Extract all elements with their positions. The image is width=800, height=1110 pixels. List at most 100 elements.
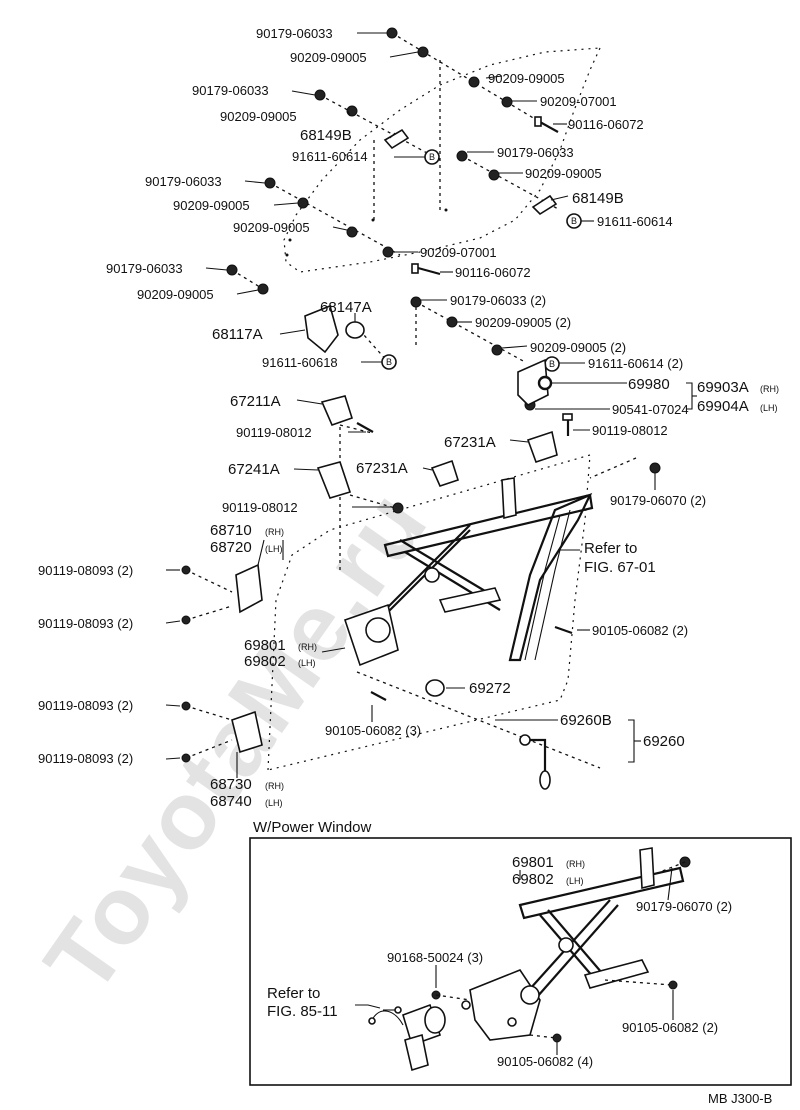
label: 67211A <box>230 393 281 410</box>
label-suffix: (RH) <box>566 859 585 869</box>
label-suffix: (LH) <box>760 403 778 413</box>
label: 90105-06082 (2) <box>622 1020 718 1035</box>
stopper-67231a <box>526 430 558 464</box>
label: 90168-50024 (3) <box>387 950 483 965</box>
label-suffix: (RH) <box>265 781 284 791</box>
bolt-icon <box>356 422 374 433</box>
label: 90105-06082 (2) <box>592 623 688 638</box>
label: 90541-07024 <box>612 402 689 417</box>
door-glass <box>283 47 601 273</box>
label: 90179-06033 <box>497 145 574 160</box>
label: 90209-09005 (2) <box>530 340 626 355</box>
spacer-68147a <box>345 321 365 339</box>
window-handle-icon <box>519 734 551 790</box>
label: 68147A <box>320 299 372 316</box>
rear-channel <box>508 492 593 662</box>
label-suffix: (LH) <box>265 798 283 808</box>
label: 90119-08093 (2) <box>38 751 133 766</box>
label: 90105-06082 (4) <box>497 1054 593 1069</box>
power-window-inset: W/Power Window <box>249 819 792 1086</box>
label: FIG. 85-11 <box>267 1003 338 1020</box>
label: FIG. 67-01 <box>584 559 656 576</box>
nut-icon <box>392 502 404 514</box>
label: 69801 <box>244 637 286 654</box>
label-suffix: (RH) <box>760 384 779 394</box>
label: 67231A <box>444 434 496 451</box>
label: 90179-06033 <box>106 261 183 276</box>
nut-icon <box>264 177 276 189</box>
label: 69904A <box>697 398 749 415</box>
label: 68149B <box>300 127 352 144</box>
label: 90209-09005 <box>233 220 310 235</box>
nut-icon <box>314 89 326 101</box>
nut-icon <box>491 344 503 356</box>
svg-text:B: B <box>429 152 435 162</box>
label: 90119-08093 (2) <box>38 563 133 578</box>
nut-icon <box>257 283 269 295</box>
cushion-69272 <box>425 679 445 697</box>
nut-icon <box>410 296 422 308</box>
label: 90119-08093 (2) <box>38 698 133 713</box>
label: 68149B <box>572 190 624 207</box>
label-suffix: (RH) <box>265 527 284 537</box>
label: 91611-60618 <box>262 355 338 370</box>
label: 69272 <box>469 680 511 697</box>
label: 68720 <box>210 539 252 556</box>
label: 90179-06070 (2) <box>636 899 732 914</box>
nut-icon <box>446 316 458 328</box>
stopper-67241a <box>316 461 352 499</box>
nut-icon <box>488 169 500 181</box>
label: 90116-06072 <box>455 265 531 280</box>
hinge-upper <box>235 563 263 614</box>
label: 90179-06033 (2) <box>450 293 546 308</box>
bolt-icon <box>562 413 573 436</box>
nut-icon <box>346 226 358 238</box>
svg-text:B: B <box>571 216 577 226</box>
clip-b-icon: B <box>566 213 582 229</box>
nut-icon <box>297 197 309 209</box>
label: 91611-60614 <box>597 214 673 229</box>
label: 69260B <box>560 712 612 729</box>
label: 67231A <box>356 460 408 477</box>
label: 69802 <box>244 653 286 670</box>
svg-text:B: B <box>386 357 392 367</box>
label: 90179-06070 (2) <box>610 493 706 508</box>
clip-b-icon: B <box>381 354 397 370</box>
window-regulator <box>343 477 594 667</box>
label: 69260 <box>643 733 685 750</box>
stabilizer-69903a <box>517 358 549 406</box>
label: 69801 <box>512 854 554 871</box>
door-hinges <box>231 563 263 754</box>
label: 69802 <box>512 871 554 888</box>
bracket-68149b <box>531 194 558 216</box>
label: 91611-60614 <box>292 149 368 164</box>
label: 90209-09005 <box>137 287 214 302</box>
label: 90179-06033 <box>256 26 333 41</box>
part-labels: 90179-06033 90209-09005 90209-09005 9017… <box>38 26 779 810</box>
label: 90119-08012 <box>592 423 668 438</box>
diagram-code: MB J300-B <box>708 1091 772 1106</box>
nut-icon <box>386 27 398 39</box>
bolt-icon <box>554 625 573 635</box>
stopper-67231a <box>430 459 459 487</box>
label: 90119-08012 <box>222 500 298 515</box>
bolt-icon <box>534 116 559 133</box>
label: 90179-06033 <box>192 83 269 98</box>
label: 67241A <box>228 461 280 478</box>
nut-icon <box>649 462 661 474</box>
nut-icon <box>456 150 468 162</box>
label-suffix: (RH) <box>298 642 317 652</box>
label-suffix: (LH) <box>298 658 316 668</box>
nut-icon <box>501 96 513 108</box>
clip-b-icon: B <box>544 356 560 372</box>
label-suffix: (LH) <box>566 876 584 886</box>
label: 90209-09005 <box>290 50 367 65</box>
label: 90209-09005 <box>525 166 602 181</box>
label: 68117A <box>212 326 263 343</box>
label: Refer to <box>267 985 320 1002</box>
bracket-68149b <box>383 128 410 150</box>
label: 69980 <box>628 376 670 393</box>
clip-b-icon: B <box>424 149 440 165</box>
